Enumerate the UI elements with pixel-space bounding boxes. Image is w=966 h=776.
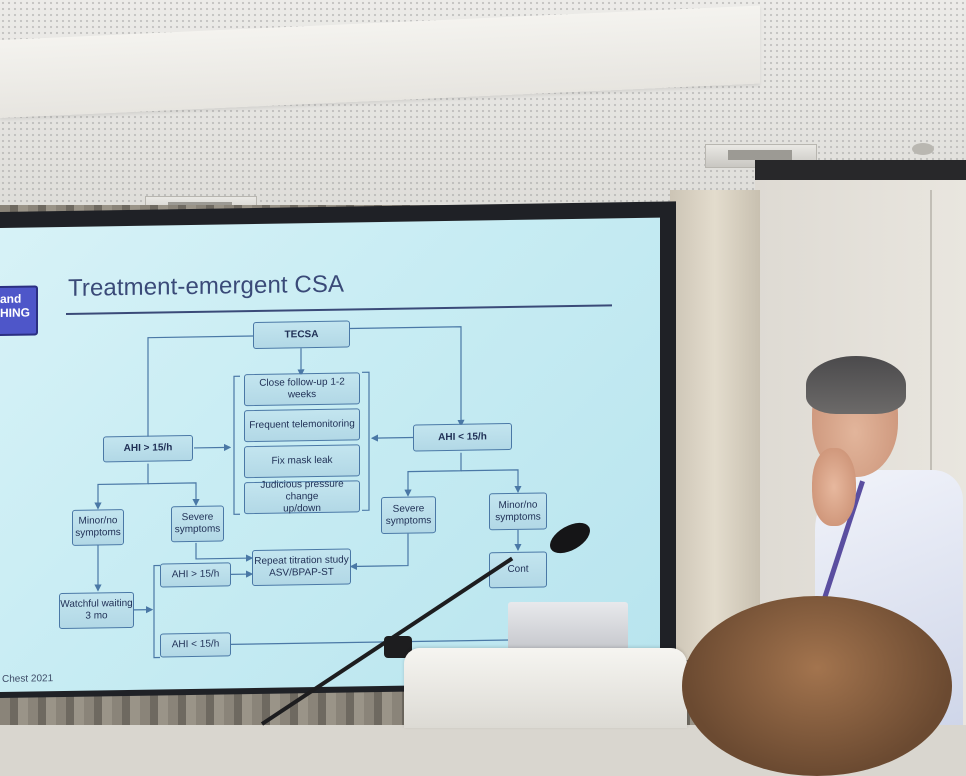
conference-logo: and HING [0, 285, 38, 337]
box-minor-left: Minor/no symptoms [72, 509, 124, 546]
box-minor-right: Minor/no symptoms [489, 492, 547, 531]
speaker-hand [812, 448, 856, 526]
pillar [670, 190, 760, 660]
box-ahi-high-lower: AHI > 15/h [160, 562, 231, 588]
ceiling-light-icon [912, 143, 934, 155]
audience-head [682, 596, 952, 776]
projected-slide: and HING Treatment-emergent CSA TECSA Cl… [0, 217, 660, 692]
logo-line: HING [0, 305, 30, 320]
box-ahi-low-right: AHI < 15/h [413, 422, 512, 452]
laptop [508, 602, 628, 650]
box-severe-left: Severe symptoms [171, 505, 224, 543]
speaker-hair [806, 356, 906, 414]
box-ahi-low-lower: AHI < 15/h [160, 632, 231, 658]
microphone-joint [384, 636, 412, 658]
box-repeat-titration: Repeat titration study ASV/BPAP-ST [252, 548, 351, 587]
flowchart-connectors [94, 326, 522, 659]
slide-citation: Chest 2021 [2, 673, 54, 685]
box-severe-right: Severe symptoms [381, 496, 436, 535]
box-watchful-waiting: Watchful waiting 3 mo [59, 591, 134, 630]
slide-title: Treatment-emergent CSA [68, 270, 345, 302]
wall-seam [930, 190, 932, 725]
box-mask-leak: Fix mask leak [244, 444, 360, 479]
box-tecsa: TECSA [253, 320, 350, 350]
podium [404, 648, 687, 728]
logo-line: and [0, 291, 22, 306]
box-pressure-change: Judicious pressure change up/down [244, 479, 360, 515]
box-close-followup: Close follow-up 1-2 weeks [244, 372, 360, 407]
box-ahi-high-left: AHI > 15/h [103, 434, 193, 463]
box-telemonitoring: Frequent telemonitoring [244, 408, 360, 443]
